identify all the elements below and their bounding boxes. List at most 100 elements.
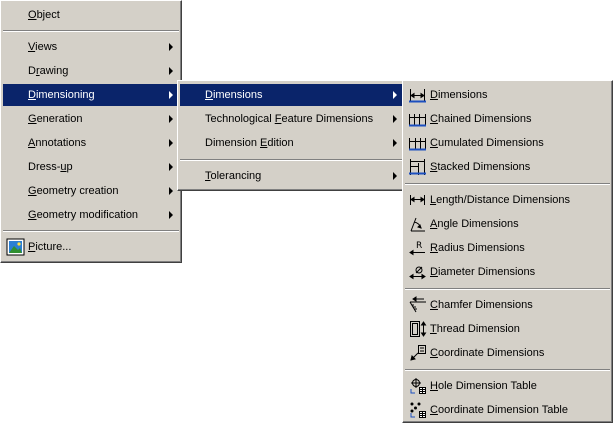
menu-item-label: Thread Dimension (430, 323, 520, 335)
submenu-arrow-icon (393, 91, 397, 99)
coordinate-dimension-icon (408, 344, 427, 362)
menu-item-label: Radius Dimensions (430, 242, 525, 254)
dimensions-item-radius[interactable]: R Radius Dimensions (405, 237, 610, 259)
menu-item-label: Geometry creation (28, 185, 119, 197)
accelerator-key: D (430, 89, 438, 101)
submenu-arrow-icon (169, 91, 173, 99)
accelerator-key: D (28, 89, 36, 101)
menu-item-geometry-modification[interactable]: Geometry modification (3, 204, 179, 226)
dimensions-item-diameter[interactable]: Diameter Dimensions (405, 261, 610, 283)
accelerator-key: C (430, 113, 438, 125)
dimensions-item-cumulated[interactable]: Cumulated Dimensions (405, 132, 610, 154)
accelerator-key: A (430, 218, 438, 230)
submenu-arrow-icon (393, 139, 397, 147)
accelerator-key: C (430, 299, 438, 311)
submenu-arrow-icon (169, 163, 173, 171)
dimensions-item-chained[interactable]: Chained Dimensions (405, 108, 610, 130)
dimensions-item-coordinate[interactable]: Coordinate Dimensions (405, 342, 610, 364)
submenu-item-dimension-edition[interactable]: Dimension Edition (180, 132, 403, 154)
dimensions-icon (408, 86, 427, 104)
accelerator-key: C (430, 137, 438, 149)
menu-item-label: Dimensions (430, 89, 488, 101)
svg-text:R: R (416, 241, 422, 251)
accelerator-key: r (35, 65, 40, 77)
accelerator-key: F (274, 113, 282, 125)
angle-dimension-icon (408, 215, 427, 233)
menu-item-label: Length/Distance Dimensions (430, 194, 571, 206)
cumulated-dimensions-icon (408, 134, 427, 152)
accelerator-key: D (430, 266, 438, 278)
accelerator-key: T (430, 323, 437, 335)
dimensions-item-coordinate-table[interactable]: Coordinate Dimension Table (405, 399, 610, 421)
dimensions-item-angle[interactable]: Angle Dimensions (405, 213, 610, 235)
accelerator-key: G (28, 113, 37, 125)
accelerator-key: T (205, 170, 211, 182)
accelerator-key: E (260, 137, 268, 149)
menu-item-annotations[interactable]: Annotations (3, 132, 179, 154)
menu-item-label: Annotations (28, 137, 87, 149)
accelerator-key: C (430, 347, 438, 359)
accelerator-key: V (28, 41, 36, 53)
dimensions-item-dimensions[interactable]: Dimensions (405, 84, 610, 106)
accelerator-key: L (430, 194, 437, 206)
menu-separator (405, 183, 610, 185)
menu-item-label: Coordinate Dimensions (430, 347, 545, 359)
menu-item-picture[interactable]: Picture... (3, 236, 179, 258)
menu-item-label: Technological Feature Dimensions (205, 113, 374, 125)
dimensions-item-chamfer[interactable]: Chamfer Dimensions (405, 294, 610, 316)
submenu-item-technological-feature-dimensions[interactable]: Technological Feature Dimensions (180, 108, 403, 130)
menu-item-label: Stacked Dimensions (430, 161, 531, 173)
stacked-dimensions-icon (408, 158, 427, 176)
picture-icon (6, 238, 25, 256)
submenu-arrow-icon (169, 211, 173, 219)
submenu-item-tolerancing[interactable]: Tolerancing (180, 165, 403, 187)
menu-item-label: Dimension Edition (205, 137, 294, 149)
menu-item-dimensioning[interactable]: Dimensioning (3, 84, 179, 106)
menu-item-label: Generation (28, 113, 83, 125)
menu-item-label: Diameter Dimensions (430, 266, 536, 278)
menu-item-geometry-creation[interactable]: Geometry creation (3, 180, 179, 202)
menu-item-label: Hole Dimension Table (430, 380, 537, 392)
menu-item-label: Dress-up (28, 161, 73, 173)
hole-table-icon (408, 377, 427, 395)
menu-item-views[interactable]: Views (3, 36, 179, 58)
menu-item-dress-up[interactable]: Dress-up (3, 156, 179, 178)
dimensions-item-hole-table[interactable]: Hole Dimension Table (405, 375, 610, 397)
menu-item-label: Coordinate Dimension Table (430, 404, 568, 416)
menu-item-label: Drawing (28, 65, 69, 77)
menu-item-object[interactable]: Object (3, 4, 179, 26)
menu-item-generation[interactable]: Generation (3, 108, 179, 130)
menu-item-drawing[interactable]: Drawing (3, 60, 179, 82)
accelerator-key: P (28, 241, 36, 253)
menu-item-label: Dimensions (205, 89, 263, 101)
accelerator-key: G (28, 209, 37, 221)
dimensions-item-length-distance[interactable]: Length/Distance Dimensions (405, 189, 610, 211)
accelerator-key: R (430, 242, 438, 254)
main-context-menu: Object Views Drawing Dimensioning Genera… (0, 0, 182, 263)
submenu-arrow-icon (169, 67, 173, 75)
menu-separator (3, 30, 179, 32)
submenu-arrow-icon (169, 187, 173, 195)
menu-item-label: Chamfer Dimensions (430, 299, 533, 311)
menu-item-label: Cumulated Dimensions (430, 137, 544, 149)
menu-item-label: Chained Dimensions (430, 113, 532, 125)
submenu-arrow-icon (169, 115, 173, 123)
menu-item-label: Tolerancing (205, 170, 262, 182)
submenu-arrow-icon (393, 115, 397, 123)
radius-dimension-icon: R (408, 239, 427, 257)
submenu-arrow-icon (169, 43, 173, 51)
menu-item-label: Object (28, 9, 60, 21)
menu-item-label: Picture... (28, 241, 72, 253)
accelerator-key: S (430, 161, 438, 173)
dimensions-item-thread[interactable]: Thread Dimension (405, 318, 610, 340)
submenu-arrow-icon (169, 139, 173, 147)
dimensions-submenu: Dimensions Chained Dimensions Cumulated … (402, 80, 613, 423)
length-distance-icon (408, 191, 427, 209)
accelerator-key: u (60, 161, 67, 173)
dimensioning-submenu: Dimensions Technological Feature Dimensi… (177, 80, 406, 191)
coordinate-table-icon (408, 401, 427, 419)
menu-separator (180, 159, 403, 161)
dimensions-item-stacked[interactable]: Stacked Dimensions (405, 156, 610, 178)
accelerator-key: A (28, 137, 36, 149)
submenu-item-dimensions[interactable]: Dimensions (180, 84, 403, 106)
